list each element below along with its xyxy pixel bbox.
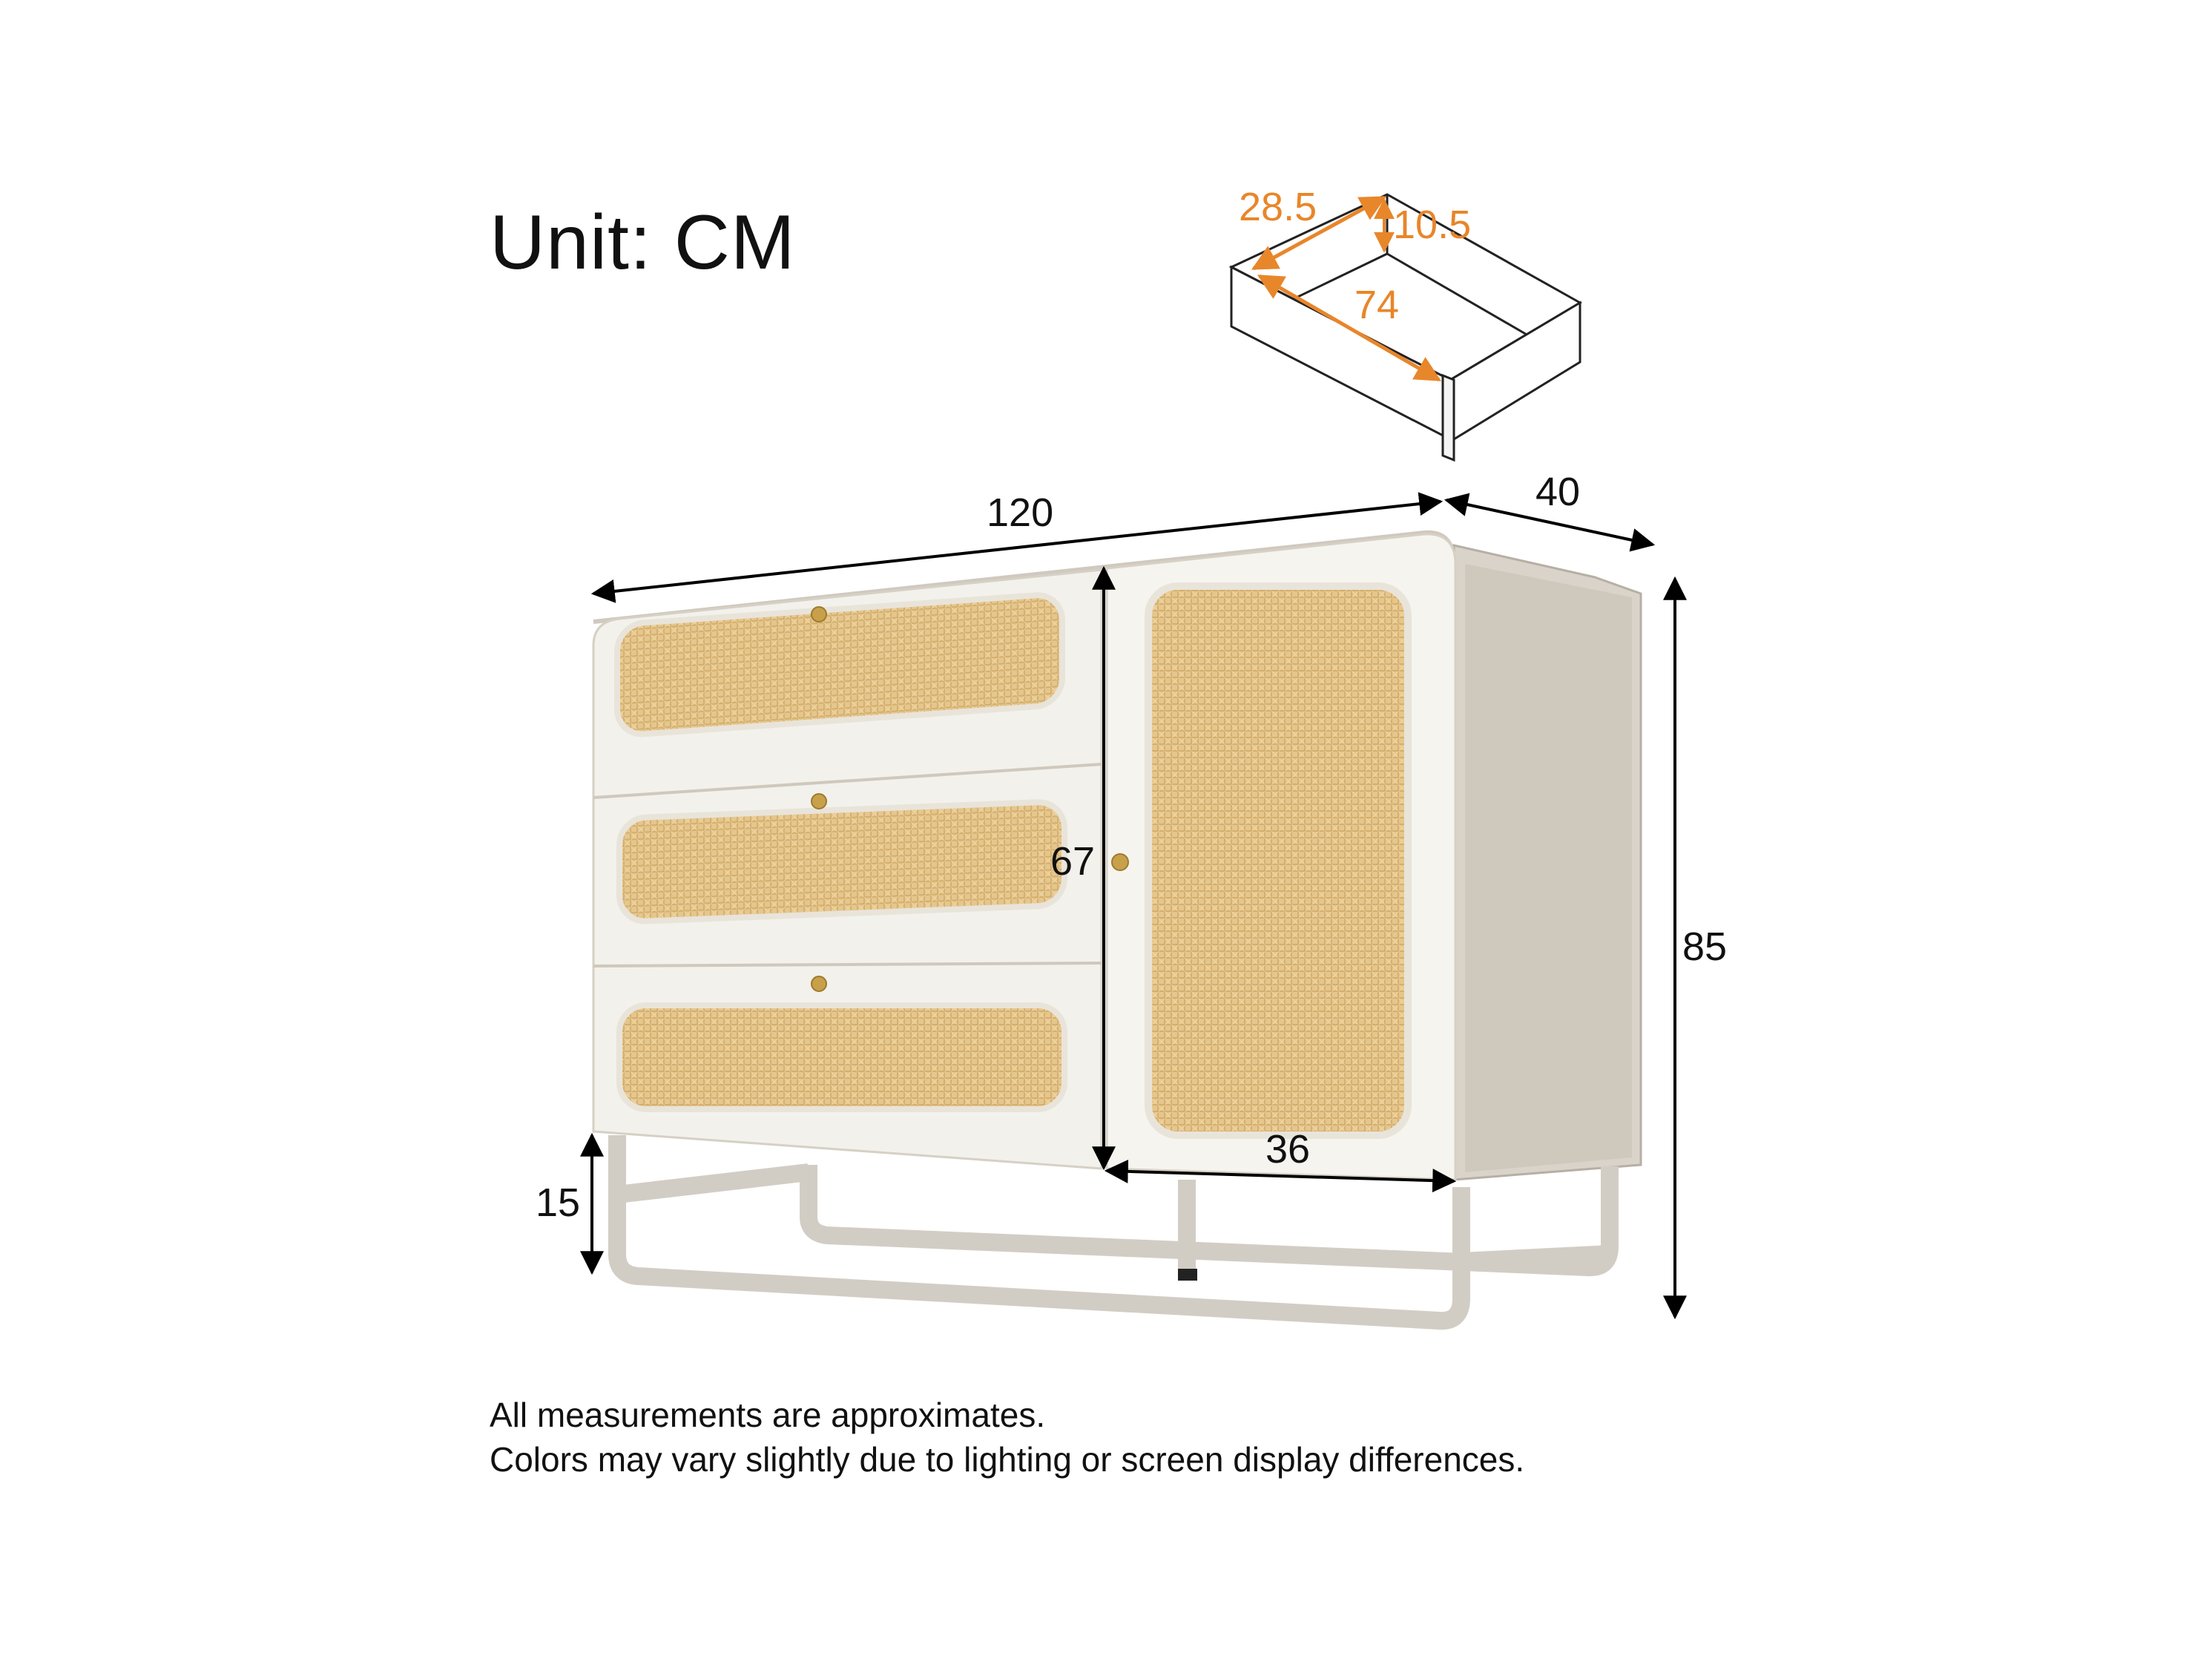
note-approximate: All measurements are approximates. [490, 1396, 1046, 1434]
leg-height-label: 15 [536, 1180, 581, 1225]
drawer-1-rattan [614, 592, 1065, 737]
height-label: 85 [1682, 924, 1728, 969]
cabinet-illustration [592, 530, 1642, 1330]
base-frame [608, 1135, 1619, 1330]
drawer-depth-line [1251, 195, 1387, 271]
foot-pad [1178, 1269, 1197, 1281]
drawer-illustration [1228, 193, 1582, 462]
door-width-label: 36 [1265, 1127, 1311, 1172]
drawer-3-knob [811, 976, 827, 992]
drawer-3-rattan [616, 1002, 1067, 1112]
door-knob [1111, 853, 1129, 871]
unit-title: Unit: CM [490, 200, 796, 286]
width-label: 120 [987, 490, 1054, 535]
note-colors: Colors may vary slightly due to lighting… [490, 1440, 1525, 1479]
depth-dimension-line [1444, 493, 1656, 552]
door-width-dimension-line [1104, 1159, 1457, 1193]
drawer-depth-label: 28.5 [1239, 185, 1317, 229]
width-dimension-line [590, 492, 1444, 603]
drawer-width-line [1257, 274, 1442, 382]
drawer-width-label: 74 [1354, 283, 1400, 327]
drawer-2-knob [811, 793, 827, 809]
drawer-height-label: 10.5 [1393, 203, 1472, 247]
drawer-2-rattan [616, 799, 1067, 924]
door-rattan [1145, 582, 1412, 1139]
body-height-label: 67 [1050, 839, 1096, 884]
depth-label: 40 [1535, 470, 1581, 514]
drawer-1-knob [811, 606, 827, 622]
